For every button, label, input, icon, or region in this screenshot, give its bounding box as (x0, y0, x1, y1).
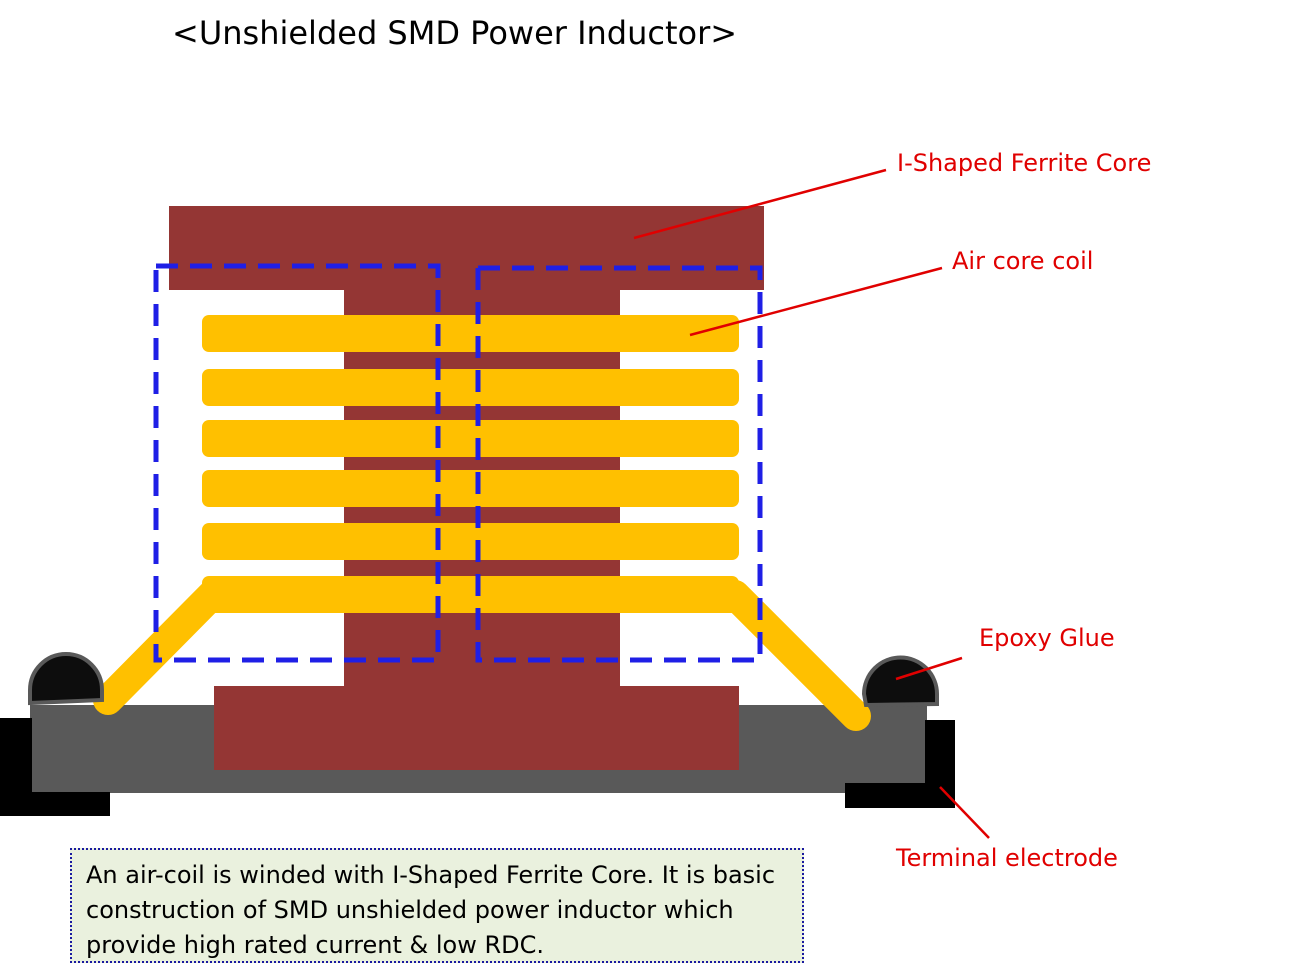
label-air-core-coil: Air core coil (952, 247, 1094, 275)
description-text: An air-coil is winded with I-Shaped Ferr… (86, 861, 776, 959)
label-epoxy-glue: Epoxy Glue (979, 624, 1115, 652)
label-ferrite-core: I-Shaped Ferrite Core (897, 149, 1152, 177)
description-box: An air-coil is winded with I-Shaped Ferr… (70, 848, 804, 963)
terminal-electrode-right (845, 720, 955, 808)
coil-lead-wires (93, 579, 871, 731)
diagram-title: <Unshielded SMD Power Inductor> (172, 14, 738, 52)
epoxy-glue-right (861, 655, 939, 708)
epoxy-glue-left (28, 652, 104, 706)
flux-boundary-lines (153, 263, 763, 663)
callout-lines (633, 168, 990, 839)
coil-winding (202, 315, 739, 613)
terminal-electrode-left (0, 718, 110, 816)
label-terminal-electrode: Terminal electrode (896, 844, 1118, 872)
